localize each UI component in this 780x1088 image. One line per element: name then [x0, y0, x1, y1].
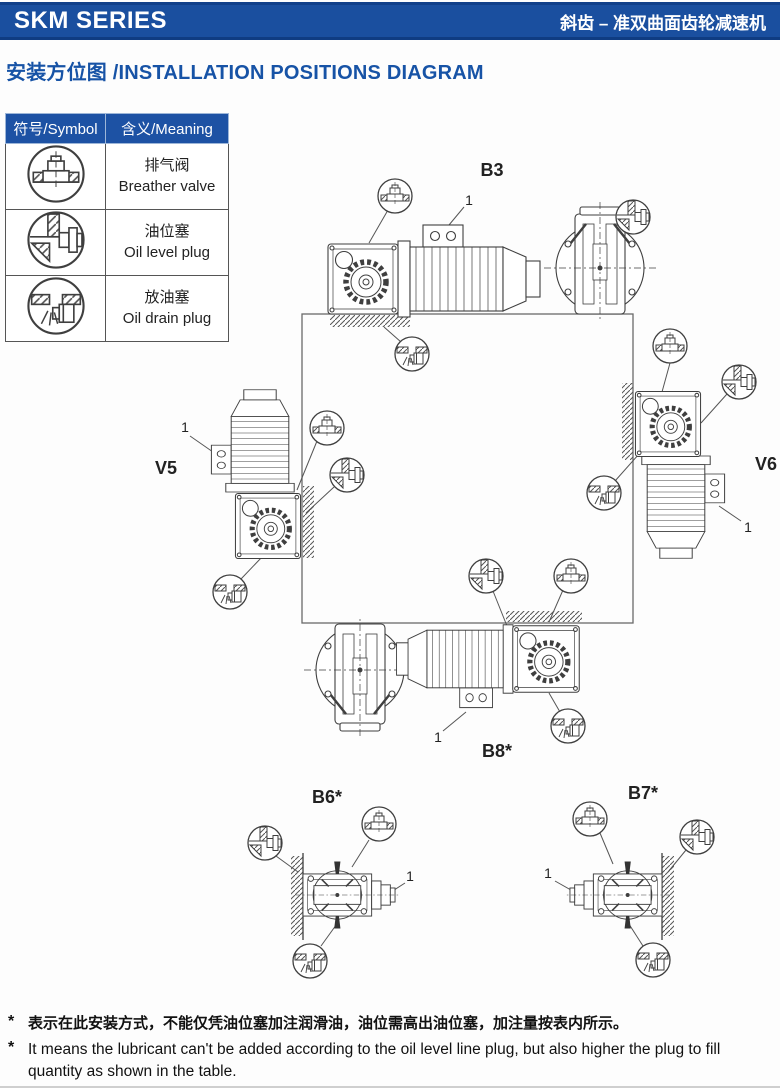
legend-row-oil-level: 油位塞 Oil level plug — [5, 209, 229, 276]
motor-ref: 1 — [406, 868, 414, 884]
footnote-cn-text: 表示在此安装方式，不能仅凭油位塞加注润滑油，油位需高出油位塞，加注量按表内所示。 — [28, 1015, 629, 1032]
motor-ref-labels: 1 1 1 1 1 1 — [181, 192, 752, 884]
footnote-en: * It means the lubricant can't be added … — [8, 1039, 774, 1084]
position-label-b7: B7* — [628, 783, 658, 803]
b3-motor — [397, 224, 541, 318]
b8-gearbox — [513, 626, 580, 693]
v5-assembly — [210, 389, 300, 559]
position-labels: B3 V5 V6 B8* B6* B7* — [155, 160, 777, 807]
motor-ref: 1 — [744, 519, 752, 535]
b3-gearbox — [328, 244, 398, 314]
b7-assembly — [566, 860, 671, 930]
series-title: SKM SERIES — [14, 7, 168, 34]
legend-label-cn: 排气阀 — [144, 157, 190, 175]
page-bottom-rule — [0, 1086, 780, 1088]
position-label-b3: B3 — [480, 160, 503, 180]
page-title: 安装方位图 /INSTALLATION POSITIONS DIAGRAM — [6, 62, 484, 84]
oil-level-plug-callout — [329, 457, 365, 493]
legend-label-en: Breather valve — [118, 177, 216, 195]
legend-label-en: Oil drain plug — [122, 309, 212, 327]
footnote-cn: * 表示在此安装方式，不能仅凭油位塞加注润滑油，油位需高出油位塞，加注量按表内所… — [8, 1013, 774, 1036]
footnotes: * 表示在此安装方式，不能仅凭油位塞加注润滑油，油位需高出油位塞，加注量按表内所… — [8, 1013, 774, 1086]
oil-drain-plug-callout — [635, 942, 671, 978]
oil-drain-plug-callout — [212, 574, 248, 610]
page-header-bar: SKM SERIES 斜齿 – 准双曲面齿轮减速机 — [0, 2, 780, 40]
legend-header-symbol: 符号/Symbol — [5, 113, 106, 144]
legend-row-oil-drain: 放油塞 Oil drain plug — [5, 275, 229, 342]
oil-drain-plug-callout — [586, 475, 622, 511]
b8-assembly — [396, 624, 580, 709]
motor-ref: 1 — [544, 865, 552, 881]
footnote-marker: * — [8, 1038, 15, 1056]
v5-motor — [210, 389, 295, 493]
mounting-surface-square — [301, 313, 634, 624]
oil-level-plug-callout — [721, 364, 757, 400]
oil-level-plug-callout — [247, 825, 283, 861]
footnote-en-text: It means the lubricant can't be added ac… — [28, 1040, 721, 1080]
motor-ref: 1 — [465, 192, 473, 208]
b6-assembly — [294, 860, 399, 930]
motor-ref: 1 — [181, 419, 189, 435]
oil-drain-plug-callout — [394, 336, 430, 372]
oil-drain-plug-callout — [550, 708, 586, 744]
front-view-bottom — [302, 614, 418, 738]
legend-label-en: Oil level plug — [124, 243, 210, 261]
product-title: 斜齿 – 准双曲面齿轮减速机 — [560, 13, 766, 33]
breather-valve-callout — [553, 558, 589, 594]
legend-header-meaning: 含义/Meaning — [105, 113, 229, 144]
installation-positions-diagram: B3 V5 V6 B8* B6* B7* 1 1 1 1 1 1 — [155, 160, 777, 979]
motor-ref: 1 — [434, 729, 442, 745]
breather-valve-callout — [572, 801, 608, 837]
legend-header-row: 符号/Symbol 含义/Meaning — [5, 113, 229, 144]
surface-hatching — [291, 315, 674, 936]
position-label-b8: B8* — [482, 741, 512, 761]
legend-label-cn: 油位塞 — [144, 223, 190, 241]
v6-gearbox — [635, 391, 700, 456]
breather-valve-callout — [309, 410, 345, 446]
position-label-b6: B6* — [312, 787, 342, 807]
footnote-marker: * — [8, 1013, 15, 1030]
oil-level-plug-callout — [615, 199, 651, 235]
v5-gearbox — [235, 493, 300, 558]
symbol-legend-table: 符号/Symbol 含义/Meaning 排气阀 Breather valve … — [5, 113, 229, 342]
v6-motor — [641, 455, 726, 559]
oil-level-plug-callout — [468, 558, 504, 594]
legend-row-breather: 排气阀 Breather valve — [5, 143, 229, 210]
oil-level-plug-callout — [679, 819, 715, 855]
legend-label-cn: 放油塞 — [144, 289, 190, 307]
position-label-v5: V5 — [155, 458, 177, 478]
position-label-v6: V6 — [755, 454, 777, 474]
breather-valve-callout — [361, 806, 397, 842]
b8-motor — [396, 624, 514, 709]
v6-assembly — [635, 391, 726, 559]
breather-valve-callout — [652, 328, 688, 364]
breather-valve-callout — [377, 178, 413, 214]
oil-drain-plug-callout — [292, 943, 328, 979]
b3-assembly — [328, 224, 541, 318]
